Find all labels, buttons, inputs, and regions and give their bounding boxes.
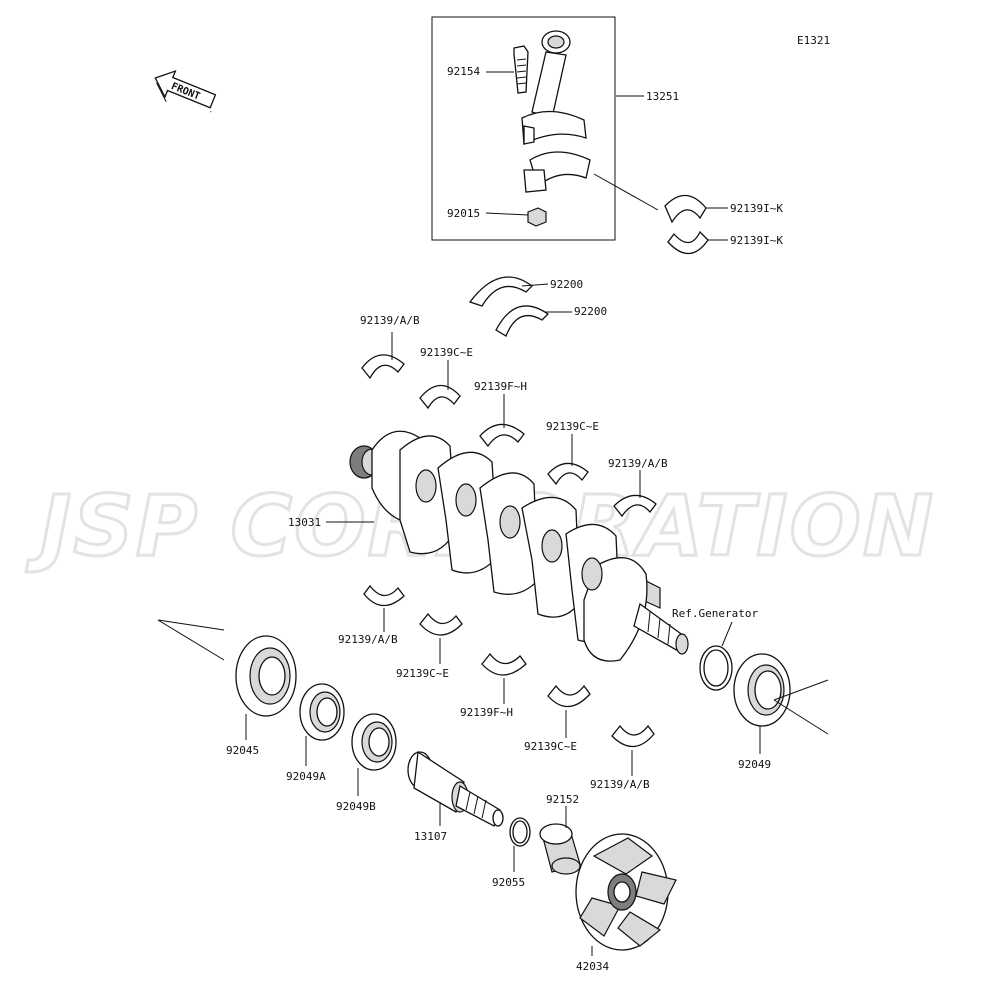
label-92139FH-bottom: 92139F~H (460, 706, 513, 719)
rod-bolt (513, 45, 529, 94)
label-42034: 42034 (576, 960, 609, 973)
rod-nut (527, 207, 547, 227)
label-92055: 92055 (492, 876, 525, 889)
label-92139CE-top-1: 92139C~E (420, 346, 473, 359)
rod-bearing-lower (667, 230, 709, 255)
crankshaft (349, 430, 689, 662)
front-arrow-icon: FRONT (154, 69, 217, 113)
main-bearing-bottom-2 (419, 612, 463, 636)
main-bearing-top-4 (547, 462, 589, 486)
main-bearing-bottom-3 (481, 652, 527, 676)
label-13031: 13031 (288, 516, 321, 529)
rod-cap (523, 151, 591, 193)
label-13107: 13107 (414, 830, 447, 843)
connecting-rod-assembly-box (431, 16, 616, 241)
o-ring-92055 (509, 817, 531, 847)
drive-shaft-13107 (407, 750, 504, 827)
main-bearing-bottom-4 (547, 684, 591, 708)
label-92139CE-bottom-1: 92139C~E (396, 667, 449, 680)
thrust-washer-b (495, 305, 550, 337)
main-bearing-top-5 (613, 494, 657, 518)
diagram-code: E1321 (797, 34, 830, 47)
main-bearing-bottom-5 (611, 724, 655, 748)
oil-seal-92049 (733, 653, 791, 727)
label-92139CE-bottom-2: 92139C~E (524, 740, 577, 753)
main-bearing-top-2 (419, 384, 461, 410)
connecting-rod (521, 30, 587, 146)
label-92139IK-b: 92139I~K (730, 234, 783, 247)
label-92139AB-top-2: 92139/A/B (608, 457, 668, 470)
label-92139AB-bottom-1: 92139/A/B (338, 633, 398, 646)
label-92139CE-top-2: 92139C~E (546, 420, 599, 433)
rod-bearing-upper (664, 194, 707, 224)
oil-seal-92049B (351, 713, 397, 771)
collar-92152 (539, 823, 581, 875)
ref-generator-label: Ref.Generator (672, 607, 758, 620)
coupling-42034 (575, 833, 677, 951)
label-92200-a: 92200 (550, 278, 583, 291)
label-92152: 92152 (546, 793, 579, 806)
label-92139AB-bottom-2: 92139/A/B (590, 778, 650, 791)
main-bearing-top-3 (479, 423, 525, 448)
main-bearing-top-1 (361, 354, 405, 380)
thrust-washer-a (468, 276, 533, 307)
label-92200-b: 92200 (574, 305, 607, 318)
label-92049: 92049 (738, 758, 771, 771)
label-92139IK-a: 92139I~K (730, 202, 783, 215)
label-92139AB-top: 92139/A/B (360, 314, 420, 327)
main-bearing-bottom-1 (363, 584, 405, 607)
oil-seal-92049A (299, 683, 345, 741)
label-92139FH-top: 92139F~H (474, 380, 527, 393)
label-13251: 13251 (646, 90, 679, 103)
label-92015: 92015 (447, 207, 480, 220)
label-92049A: 92049A (286, 770, 326, 783)
label-92154: 92154 (447, 65, 480, 78)
generator-ring (699, 645, 733, 691)
label-92045: 92045 (226, 744, 259, 757)
label-92049B: 92049B (336, 800, 376, 813)
ball-bearing-92045 (235, 635, 297, 717)
